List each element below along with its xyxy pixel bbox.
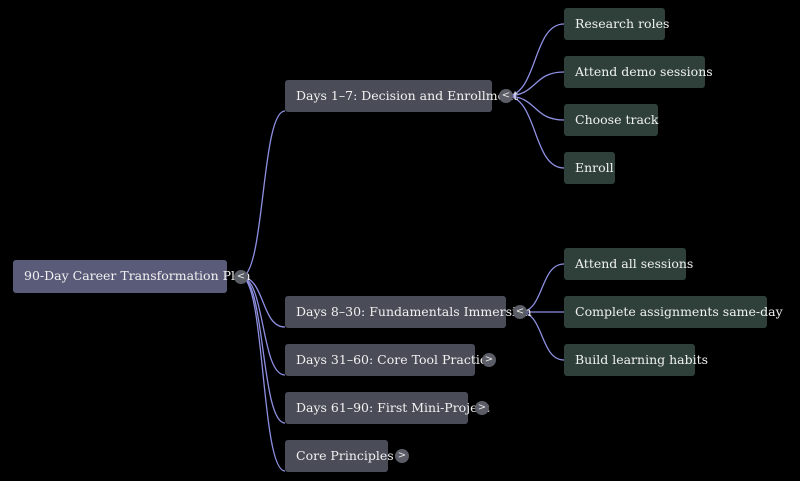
branch-node-label: Days 1–7: Decision and Enrollment [296, 87, 519, 103]
branch-node-label: Days 61–90: First Mini-Project [296, 399, 490, 415]
branch-node-label: Days 8–30: Fundamentals Immersion [296, 303, 532, 319]
connector-line [240, 276, 286, 472]
leaf-node-choose-track[interactable]: Choose track [564, 104, 658, 136]
leaf-node-label: Enroll [575, 159, 614, 175]
branch-days-31-60-expand-toggle[interactable]: > [482, 353, 496, 367]
root-node[interactable]: 90-Day Career Transformation Plan [13, 260, 251, 293]
leaf-node-complete-assignments[interactable]: Complete assignments same-day [564, 296, 783, 328]
leaf-node-label: Attend demo sessions [575, 63, 713, 79]
connector-line [505, 95, 565, 121]
root-node-label: 90-Day Career Transformation Plan [24, 268, 251, 284]
leaf-node-label: Attend all sessions [575, 255, 694, 271]
root-collapse-toggle[interactable]: < [234, 270, 248, 284]
leaf-node-label: Complete assignments same-day [575, 303, 783, 319]
branch-days-1-7-collapse-toggle[interactable]: < [499, 89, 513, 103]
leaf-node-label: Build learning habits [575, 351, 709, 367]
branch-days-61-90-expand-toggle[interactable]: > [475, 401, 489, 415]
connector-line [240, 276, 286, 424]
branch-node-days-1-7[interactable]: Days 1–7: Decision and Enrollment [285, 80, 518, 112]
leaf-node-research-roles[interactable]: Research roles [564, 8, 669, 40]
leaf-node-attend-all-sessions[interactable]: Attend all sessions [564, 248, 693, 280]
branch-node-label: Core Principles [296, 447, 394, 463]
leaf-node-build-learning-habits[interactable]: Build learning habits [564, 344, 708, 376]
branch-days-8-30-collapse-toggle[interactable]: < [513, 305, 527, 319]
connector-line [505, 95, 565, 169]
leaf-node-label: Choose track [575, 111, 659, 127]
connector-line [240, 110, 286, 278]
connector-line [505, 23, 565, 97]
branch-node-label: Days 31–60: Core Tool Practice [296, 351, 495, 367]
branch-node-core-principles[interactable]: Core Principles [285, 440, 394, 472]
branch-node-days-61-90[interactable]: Days 61–90: First Mini-Project [285, 392, 490, 424]
leaf-node-attend-demo-sessions[interactable]: Attend demo sessions [564, 56, 713, 88]
branch-node-days-31-60[interactable]: Days 31–60: Core Tool Practice [285, 344, 494, 376]
connector-line [505, 71, 565, 97]
connector-line [519, 311, 565, 361]
branch-core-principles-expand-toggle[interactable]: > [395, 449, 409, 463]
leaf-node-enroll[interactable]: Enroll [564, 152, 615, 184]
connector-line [240, 276, 286, 376]
leaf-node-label: Research roles [575, 15, 670, 31]
connector-line [240, 276, 286, 328]
branch-node-days-8-30[interactable]: Days 8–30: Fundamentals Immersion [285, 296, 532, 328]
